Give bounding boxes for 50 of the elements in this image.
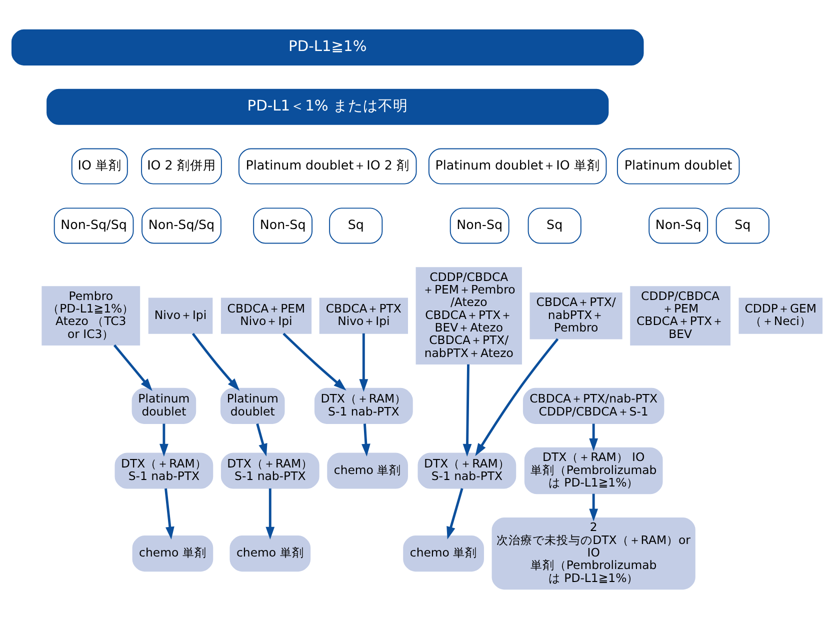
- node-box: Sq: [329, 207, 383, 244]
- node-box: CBDCA＋PEM Nivo＋Ipi: [220, 297, 312, 334]
- node-box: Non-Sq: [253, 207, 313, 244]
- node-box: CBDCA＋PTX/nab-PTX CDDP/CBDCA＋S-1: [522, 387, 664, 424]
- node-box: Sq: [528, 207, 582, 244]
- node-box: Platinum doublet＋IO 単剤: [428, 148, 607, 184]
- node-box: Nivo＋Ipi: [148, 297, 213, 334]
- node-box: chemo 単剤: [132, 535, 214, 572]
- node-box: chemo 単剤: [327, 452, 408, 488]
- node-box: DTX（＋RAM） S-1 nab-PTX: [220, 452, 320, 488]
- arrow: [362, 423, 370, 456]
- node-box: Pembro （PD-L1≧1%） Atezo （TC3 or IC3）: [42, 286, 140, 346]
- node-box: DTX（＋RAM） S-1 nab-PTX: [418, 452, 516, 488]
- arrow: [282, 332, 346, 390]
- node-box: DTX（＋RAM） IO 単剤（Pembrolizumab は PD-L1≧1%）: [524, 446, 663, 494]
- node-box: CBDCA＋PTX Nivo＋Ipi: [319, 297, 408, 334]
- arrow: [160, 423, 168, 456]
- arrow: [256, 422, 268, 456]
- node-box: chemo 単剤: [403, 535, 484, 572]
- arrow: [192, 332, 240, 390]
- arrow: [589, 493, 598, 521]
- node-box: DTX（＋RAM） S-1 nab-PTX: [314, 387, 413, 424]
- arrow: [164, 488, 174, 539]
- arrow: [589, 423, 598, 451]
- node-box: Platinum doublet: [132, 387, 196, 424]
- node-box: CDDP/CBDCA ＋PEM CBDCA＋PTX＋ BEV: [630, 286, 730, 346]
- node-box: Non-Sq/Sq: [54, 207, 134, 244]
- node-box: PD-L1＜1% または不明: [46, 88, 609, 124]
- node-box: CBDCA＋PTX/ nabPTX＋ Pembro: [530, 292, 622, 339]
- node-box: chemo 単剤: [230, 535, 311, 572]
- node-box: 2 次治療で未投与のDTX（＋RAM）or IO 単剤（Pembrolizumab は PD-L1≧1%）: [492, 517, 696, 590]
- node-box: CDDP＋GEM （＋Neci）: [738, 297, 823, 334]
- node-box: Platinum doublet: [220, 387, 285, 424]
- node-box: IO 単剤: [71, 148, 128, 184]
- node-box: Platinum doublet＋IO 2 剤: [238, 148, 417, 184]
- node-box: CDDP/CBDCA ＋PEM＋Pembro /Atezo CBDCA＋PTX＋ BEV＋Atezo CBDCA＋PTX/ nabPTX＋Atezo: [416, 266, 522, 364]
- arrow: [113, 344, 152, 391]
- node-box: Sq: [716, 207, 770, 244]
- node-box: Non-Sq: [450, 207, 510, 244]
- node-box: Non-Sq/Sq: [142, 207, 222, 244]
- node-box: DTX（＋RAM） S-1 nab-PTX: [114, 452, 214, 488]
- arrow: [359, 332, 368, 392]
- arrow: [446, 488, 464, 539]
- node-box: IO 2 剤併用: [141, 148, 222, 184]
- arrow: [462, 364, 472, 456]
- node-box: Platinum doublet: [616, 148, 740, 184]
- arrow: [266, 488, 275, 540]
- node-box: PD-L1≧1%: [11, 28, 644, 65]
- arrow: [475, 338, 559, 456]
- node-box: Non-Sq: [648, 207, 708, 244]
